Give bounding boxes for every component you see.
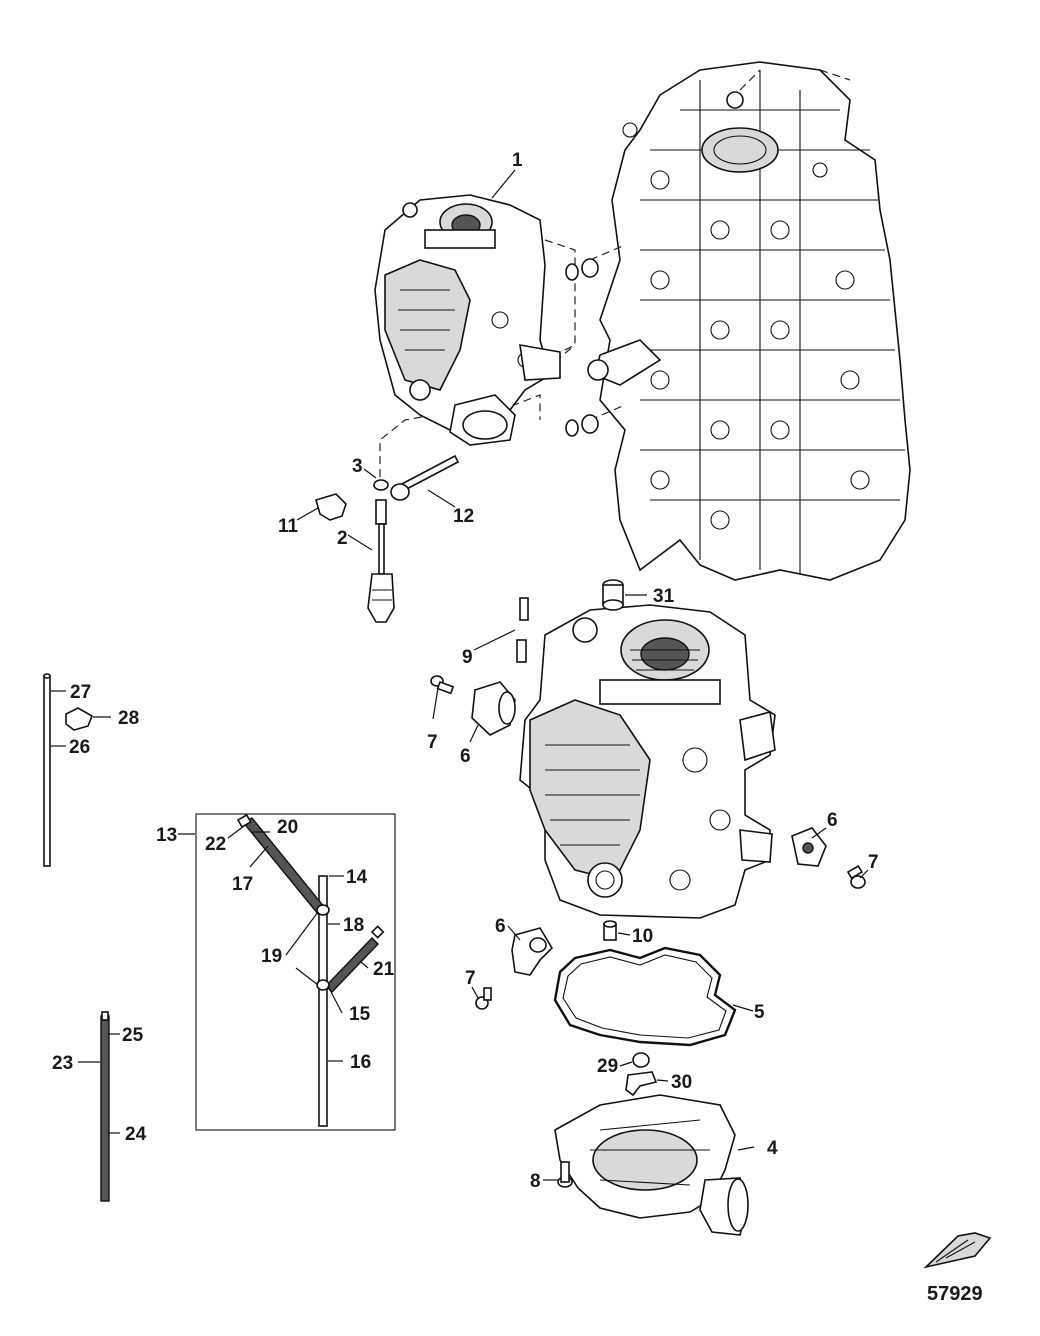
callout-7c: 7 [465, 968, 476, 989]
callout-13: 13 [156, 825, 177, 846]
fitting-31 [602, 579, 624, 611]
callout-8: 8 [530, 1171, 541, 1192]
bolt-7a [430, 675, 455, 695]
callout-7b: 7 [868, 852, 879, 873]
callout-25: 25 [122, 1025, 144, 1046]
dipstick-tube-26 [43, 673, 51, 867]
dowel-pins [565, 258, 599, 437]
figure-number: 57929 [927, 1283, 983, 1305]
callout-4: 4 [767, 1138, 778, 1159]
callout-6a: 6 [460, 746, 471, 767]
callout-9: 9 [462, 647, 473, 668]
callout-12: 12 [453, 506, 474, 527]
stud-9 [516, 597, 529, 663]
elbow-6c [511, 927, 554, 976]
callout-11: 11 [278, 516, 299, 537]
boat-icon [923, 1232, 992, 1269]
sump-gasket [553, 946, 737, 1047]
callout-18: 18 [343, 915, 364, 936]
bolt-7c [475, 987, 492, 1010]
clamp-28 [65, 707, 94, 731]
engine-bolt-bosses [622, 122, 870, 530]
callout-19: 19 [261, 946, 282, 967]
callout-21: 21 [373, 959, 395, 980]
callout-31: 31 [653, 586, 675, 607]
oil-pump-upper [374, 194, 561, 446]
callout-27: 27 [70, 682, 91, 703]
callout-14: 14 [346, 867, 368, 888]
callout-3: 3 [352, 456, 363, 477]
callout-15: 15 [349, 1004, 371, 1025]
callout-26: 26 [69, 737, 90, 758]
engine-block [587, 61, 911, 581]
oil-pump-lower [519, 604, 776, 919]
callout-20: 20 [277, 817, 298, 838]
callout-24: 24 [125, 1124, 147, 1145]
callouts: 1 2 3 4 5 6 6 6 7 7 7 8 9 10 11 12 13 14… [52, 150, 879, 1192]
plug-29 [632, 1052, 650, 1068]
bolt-7b [846, 864, 866, 889]
fitting-10 [603, 920, 617, 941]
callout-29: 29 [597, 1056, 618, 1077]
leader-lines [51, 169, 869, 1181]
pickup-tube-2 [367, 499, 395, 623]
kit-box-13 [195, 813, 396, 1131]
o-ring-3 [373, 479, 389, 491]
clip-11 [315, 493, 347, 521]
callout-28: 28 [118, 708, 139, 729]
callout-6b: 6 [827, 810, 838, 831]
callout-17: 17 [232, 874, 253, 895]
callout-10: 10 [632, 926, 653, 947]
callout-1: 1 [512, 150, 523, 171]
callout-6c: 6 [495, 916, 506, 937]
bolt-12 [390, 454, 460, 501]
callout-5: 5 [754, 1002, 765, 1023]
callout-30: 30 [671, 1072, 692, 1093]
sleeve-24 [100, 1011, 110, 1202]
callout-16: 16 [350, 1052, 371, 1073]
bolt-8 [557, 1161, 573, 1188]
callout-2: 2 [337, 528, 348, 549]
bracket-30 [625, 1071, 658, 1097]
callout-22: 22 [205, 834, 226, 855]
callout-7a: 7 [427, 732, 438, 753]
elbow-6b [791, 827, 827, 867]
oil-sump-cover [554, 1094, 749, 1236]
callout-23: 23 [52, 1053, 73, 1074]
elbow-6a [471, 681, 516, 736]
tube-14-16 [318, 875, 328, 1127]
